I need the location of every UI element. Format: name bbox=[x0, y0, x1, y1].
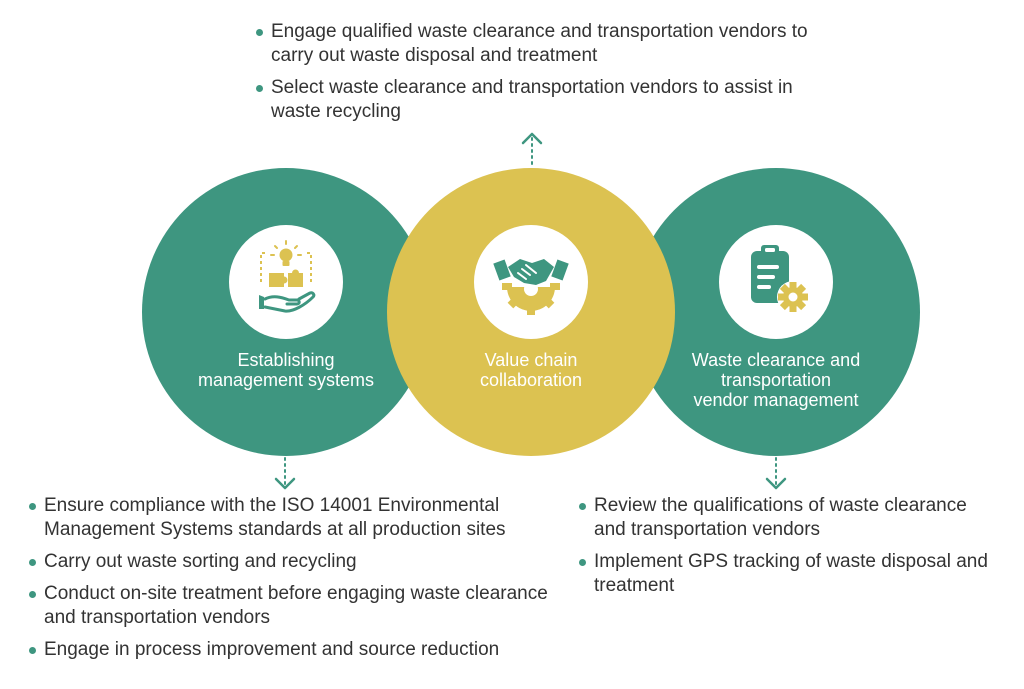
list-item: Engage qualified waste clearance and tra… bbox=[255, 20, 825, 68]
circle-label-value-chain: Value chain collaboration bbox=[479, 350, 583, 390]
list-item: Select waste clearance and transportatio… bbox=[255, 76, 825, 124]
puzzle-hand-icon bbox=[229, 225, 343, 339]
circle-label-management-systems: Establishing management systems bbox=[197, 350, 375, 390]
list-item: Engage in process improvement and source… bbox=[28, 638, 553, 662]
left-bullet-list: Ensure compliance with the ISO 14001 Env… bbox=[28, 494, 553, 670]
top-bullet-list: Engage qualified waste clearance and tra… bbox=[255, 20, 825, 132]
clipboard-gear-icon bbox=[719, 225, 833, 339]
arrow-down-connector-right bbox=[765, 457, 787, 490]
list-item: Carry out waste sorting and recycling bbox=[28, 550, 553, 574]
list-item: Implement GPS tracking of waste disposal… bbox=[578, 550, 998, 598]
arrow-up-connector bbox=[521, 132, 543, 165]
arrow-down-connector-left bbox=[274, 457, 296, 490]
list-item: Review the qualifications of waste clear… bbox=[578, 494, 998, 542]
list-item: Conduct on-site treatment before engagin… bbox=[28, 582, 553, 630]
handshake-gear-icon bbox=[474, 225, 588, 339]
right-bullet-list: Review the qualifications of waste clear… bbox=[578, 494, 998, 606]
list-item: Ensure compliance with the ISO 14001 Env… bbox=[28, 494, 553, 542]
circle-label-vendor-management: Waste clearance and transportation vendo… bbox=[691, 350, 861, 410]
